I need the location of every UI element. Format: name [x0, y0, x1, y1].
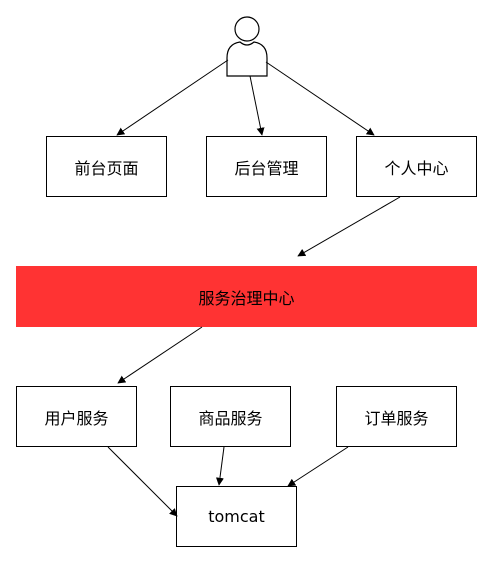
backend-label: 后台管理	[234, 158, 299, 178]
user-icon	[226, 16, 268, 77]
arrow-user-to-personal	[265, 61, 375, 136]
tomcat-label: tomcat	[208, 507, 265, 526]
arrow-personal-to-governance	[297, 196, 401, 257]
user-service-node: 用户服务	[16, 386, 137, 447]
frontend-node: 前台页面	[46, 136, 167, 197]
user-service-label: 用户服务	[44, 408, 109, 428]
arrow-order-service-to-tomcat	[287, 446, 349, 487]
arrow-user-service-to-tomcat	[107, 446, 178, 517]
product-service-label: 商品服务	[198, 408, 263, 428]
personal-center-node: 个人中心	[356, 136, 477, 197]
arrow-user-to-backend	[249, 75, 265, 136]
product-service-node: 商品服务	[170, 386, 291, 447]
frontend-label: 前台页面	[74, 158, 139, 178]
arrow-product-service-to-tomcat	[215, 446, 225, 486]
arrow-user-to-frontend	[116, 59, 229, 136]
order-service-label: 订单服务	[364, 408, 429, 428]
service-governance-center: 服务治理中心	[16, 266, 477, 327]
personal-center-label: 个人中心	[384, 158, 449, 178]
arrow-governance-to-user-service	[117, 326, 203, 384]
service-governance-label: 服务治理中心	[198, 288, 295, 308]
backend-node: 后台管理	[206, 136, 327, 197]
order-service-node: 订单服务	[336, 386, 457, 447]
